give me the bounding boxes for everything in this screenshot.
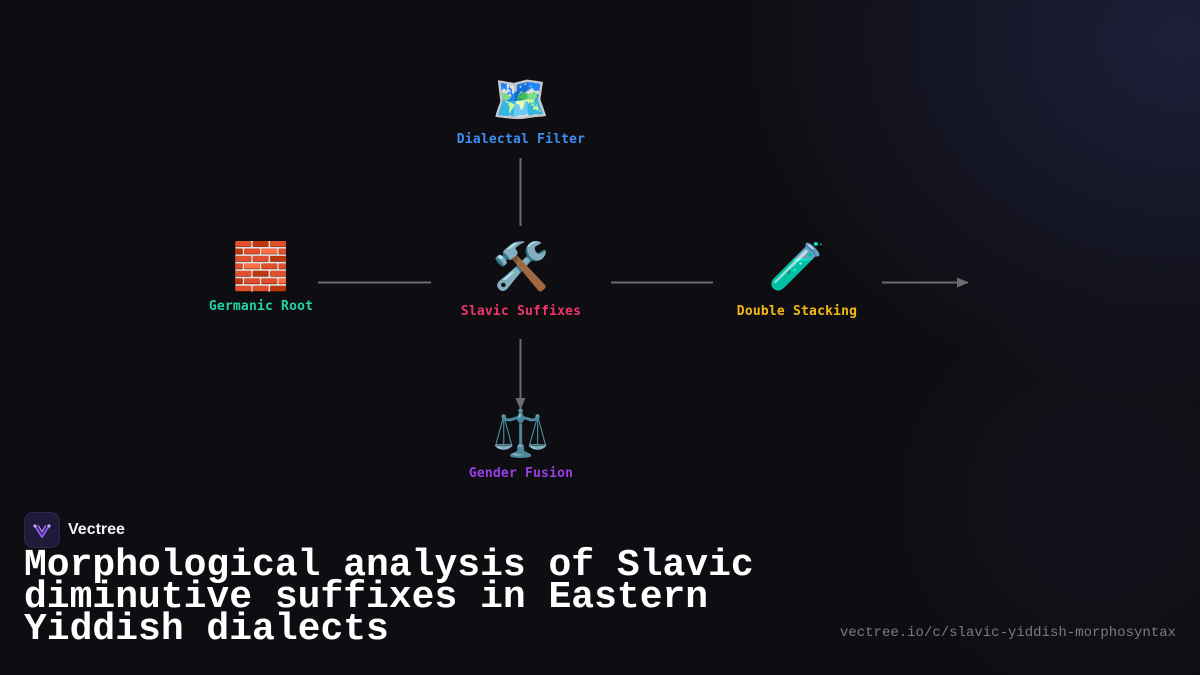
brick-icon: 🧱 [232, 239, 290, 293]
node-gender-fusion[interactable]: ⚖️ Gender Fusion [469, 406, 573, 481]
test-tube-icon: 🧪 [768, 239, 826, 293]
node-label-gender-fusion: Gender Fusion [468, 466, 574, 481]
hammer-wrench-icon: 🛠️ [492, 239, 550, 293]
vectree-logo-icon [24, 512, 60, 548]
page-title: Morphological analysis of Slavic diminut… [24, 544, 754, 651]
node-double-stacking[interactable]: 🧪 Double Stacking [737, 239, 857, 319]
world-map-icon: 🗺️ [492, 72, 550, 126]
node-label-slavic-suffixes: Slavic Suffixes [460, 304, 582, 319]
brand[interactable]: Vectree [24, 512, 125, 548]
brand-name: Vectree [68, 521, 125, 538]
node-label-dialectal-filter: Dialectal Filter [456, 132, 586, 147]
node-germanic-root[interactable]: 🧱 Germanic Root [209, 239, 313, 314]
source-url[interactable]: vectree.io/c/slavic-yiddish-morphosyntax [839, 625, 1176, 641]
node-label-double-stacking: Double Stacking [736, 304, 858, 319]
scales-icon: ⚖️ [492, 406, 550, 460]
node-dialectal-filter[interactable]: 🗺️ Dialectal Filter [457, 72, 585, 147]
node-label-germanic-root: Germanic Root [208, 299, 314, 314]
node-slavic-suffixes[interactable]: 🛠️ Slavic Suffixes [461, 239, 581, 319]
